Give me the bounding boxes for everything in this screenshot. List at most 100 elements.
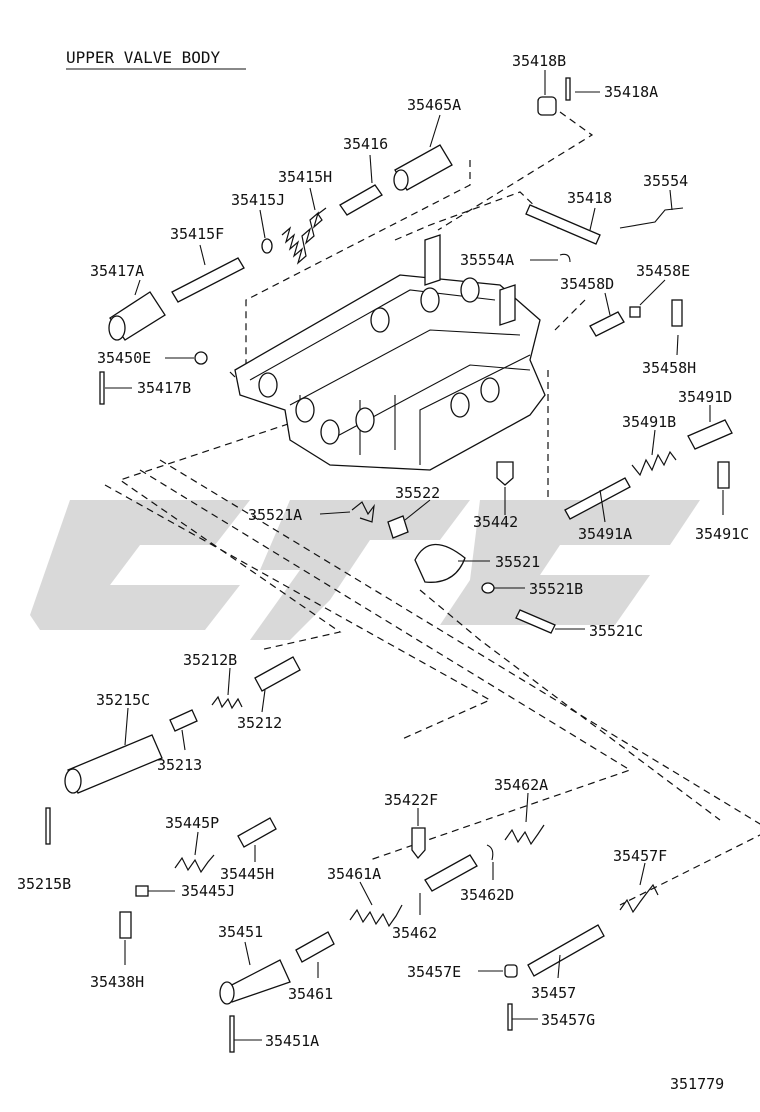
part-35416-shape <box>339 184 383 216</box>
label-35521: 35521 <box>495 553 540 571</box>
label-35458E: 35458E <box>636 262 690 280</box>
label-35457E: 35457E <box>407 963 461 981</box>
upper-valve-body-casting <box>234 234 546 471</box>
part-35554A-shape <box>559 253 571 263</box>
label-35213: 35213 <box>157 756 202 774</box>
part-35418-shape <box>525 204 601 245</box>
part-35462-shape <box>424 854 478 892</box>
part-35422F-shape <box>411 827 426 860</box>
figure-number: 351779 <box>670 1075 724 1093</box>
label-35418B: 35418B <box>512 52 566 70</box>
label-35417B: 35417B <box>137 379 191 397</box>
part-35451-shape <box>219 959 291 1005</box>
label-35212B: 35212B <box>183 651 237 669</box>
label-35445H: 35445H <box>220 865 274 883</box>
label-35465A: 35465A <box>407 96 461 114</box>
label-35422F: 35422F <box>384 791 438 809</box>
part-35445J-shape <box>135 885 149 897</box>
label-35445P: 35445P <box>165 814 219 832</box>
part-35461A-shape <box>349 904 403 928</box>
part-35213-shape <box>169 709 198 732</box>
part-35415J-shape <box>261 238 273 254</box>
watermark-logo <box>30 500 700 640</box>
label-35491A: 35491A <box>578 525 632 543</box>
part-35438H-shape <box>119 911 132 939</box>
label-35415F: 35415F <box>170 225 224 243</box>
diagram-title: UPPER VALVE BODY <box>66 48 220 67</box>
part-35522-shape <box>387 515 409 539</box>
part-35491C-shape <box>717 461 730 489</box>
part-35215B-shape <box>45 807 51 845</box>
part-35521C-shape <box>515 609 556 634</box>
part-35462A-shape <box>504 824 545 846</box>
label-35554: 35554 <box>643 172 688 190</box>
part-35457E-shape <box>504 964 518 978</box>
label-35462A: 35462A <box>494 776 548 794</box>
label-35521C: 35521C <box>589 622 643 640</box>
part-35491B-shape <box>631 450 677 477</box>
label-35418: 35418 <box>567 189 612 207</box>
part-35521B-shape <box>481 582 495 594</box>
label-35438H: 35438H <box>90 973 144 991</box>
label-35445J: 35445J <box>181 882 235 900</box>
part-35457G-shape <box>507 1003 513 1031</box>
part-35418A-shape <box>565 77 571 101</box>
part-35415H-shape <box>281 207 327 265</box>
part-35445H-shape <box>237 817 277 848</box>
part-35521A-shape <box>351 501 375 523</box>
label-35418A: 35418A <box>604 83 658 101</box>
part-35554-shape <box>619 207 684 229</box>
label-35215B: 35215B <box>17 875 71 893</box>
part-35458H-shape <box>671 299 683 327</box>
label-35491B: 35491B <box>622 413 676 431</box>
label-35450E: 35450E <box>97 349 151 367</box>
label-35451: 35451 <box>218 923 263 941</box>
label-35522: 35522 <box>395 484 440 502</box>
part-35415F-shape <box>171 257 245 303</box>
assembly-guide-lines <box>104 111 760 906</box>
label-35416: 35416 <box>343 135 388 153</box>
part-35215C-shape <box>64 734 163 794</box>
label-35457: 35457 <box>531 984 576 1002</box>
part-35458D-shape <box>589 311 625 337</box>
label-35417A: 35417A <box>90 262 144 280</box>
part-35461-shape <box>295 931 335 963</box>
label-35491C: 35491C <box>695 525 749 543</box>
label-35458D: 35458D <box>560 275 614 293</box>
part-35450E-shape <box>194 351 208 365</box>
leader-lines <box>105 70 724 1041</box>
part-35465A-shape <box>393 144 453 191</box>
label-35458H: 35458H <box>642 359 696 377</box>
label-35521B: 35521B <box>529 580 583 598</box>
label-35521A: 35521A <box>248 506 302 524</box>
label-35457F: 35457F <box>613 847 667 865</box>
part-35442-shape <box>496 461 514 486</box>
part-35212-shape <box>254 656 301 692</box>
label-35451A: 35451A <box>265 1032 319 1050</box>
label-35462: 35462 <box>392 924 437 942</box>
label-35415H: 35415H <box>278 168 332 186</box>
part-35457F-shape <box>619 883 659 914</box>
label-35462D: 35462D <box>460 886 514 904</box>
label-35415J: 35415J <box>231 191 285 209</box>
part-35417B-shape <box>99 371 105 405</box>
part-35445P-shape <box>174 854 215 874</box>
part-35418B-shape <box>537 96 557 116</box>
label-35461A: 35461A <box>327 865 381 883</box>
part-35457-shape <box>527 924 605 977</box>
part-35212B-shape <box>211 695 243 710</box>
part-35491D-shape <box>687 419 733 450</box>
part-35417A-shape <box>108 291 166 341</box>
part-35491A-shape <box>564 477 631 520</box>
part-35451A-shape <box>229 1015 235 1053</box>
part-35521-shape <box>414 543 466 583</box>
label-35212: 35212 <box>237 714 282 732</box>
part-35462D-shape <box>486 844 494 861</box>
label-35215C: 35215C <box>96 691 150 709</box>
part-35458E-shape <box>629 306 641 318</box>
label-35461: 35461 <box>288 985 333 1003</box>
label-35457G: 35457G <box>541 1011 595 1029</box>
part-labels: 35418B 35418A 35465A 35416 35415H 35415J… <box>17 52 749 1050</box>
label-35491D: 35491D <box>678 388 732 406</box>
